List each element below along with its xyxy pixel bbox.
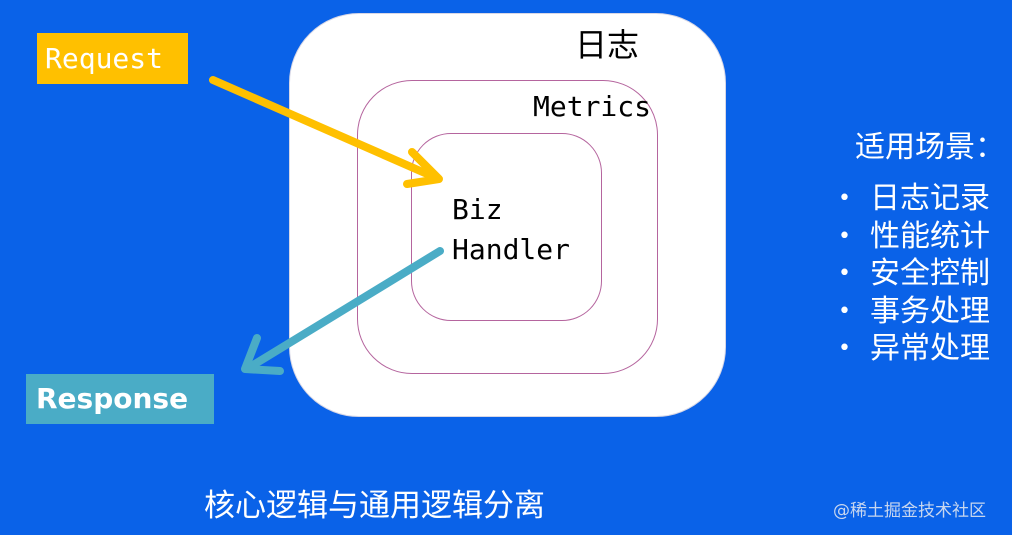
bullet-icon: • (838, 261, 851, 286)
scenario-item: • 事务处理 (838, 293, 990, 331)
metrics-layer-label: Metrics (533, 90, 652, 123)
bullet-icon: • (838, 298, 851, 324)
response-arrow (241, 247, 444, 375)
bullet-icon: • (838, 336, 851, 361)
bullet-icon: • (838, 186, 851, 211)
request-tag: Request (37, 33, 188, 84)
scenario-item-label: 性能统计 (870, 218, 990, 254)
scenario-item-label: 日志记录 (870, 181, 990, 216)
scenario-item: • 性能统计 (838, 218, 990, 256)
diagram-caption: 核心逻辑与通用逻辑分离 (204, 488, 545, 524)
biz-handler-line-2: Handler (452, 233, 571, 266)
inner-layer-biz-handler (411, 133, 602, 321)
biz-handler-line-1: Biz (452, 193, 503, 226)
scenario-title: 适用场景： (855, 130, 1005, 165)
watermark: @稀土掘金技术社区 (833, 501, 986, 521)
scenario-item: • 日志记录 (838, 180, 990, 218)
request-arrow (209, 76, 443, 188)
scenario-item-label: 事务处理 (870, 293, 990, 329)
bullet-icon: • (838, 223, 851, 249)
biz-handler-label: Biz Handler (452, 190, 570, 270)
scenario-item: • 安全控制 (838, 255, 990, 293)
scenario-item: • 异常处理 (838, 330, 990, 368)
scenario-list: • 日志记录 • 性能统计 • 安全控制 • 事务处理 • 异常处理 (838, 180, 990, 368)
scenario-item-label: 异常处理 (870, 331, 990, 366)
scenario-item-label: 安全控制 (870, 256, 990, 291)
response-tag: Response (26, 374, 214, 424)
log-layer-label: 日志 (575, 26, 640, 64)
